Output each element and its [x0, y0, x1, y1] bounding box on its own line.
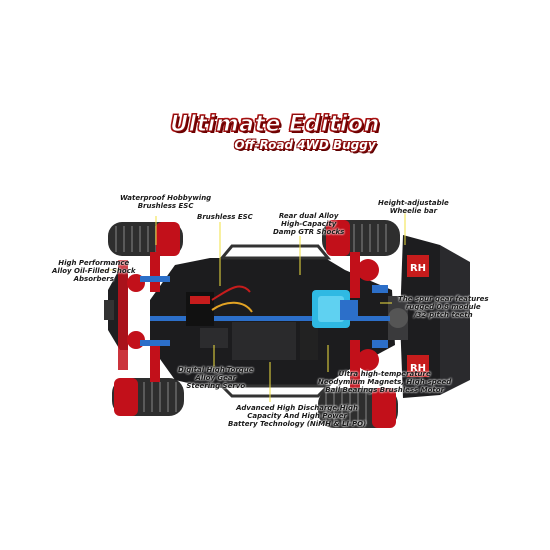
- battery-pack: [232, 322, 318, 360]
- title: Ultimate Edition: [170, 112, 380, 138]
- rear-wing: RH RH: [400, 235, 470, 398]
- esc-unit: [186, 285, 253, 326]
- brushless-motor: [312, 290, 358, 328]
- center-driveshaft: [150, 316, 390, 321]
- rear-right-wheel: [318, 388, 398, 428]
- front-right-wheel: [112, 378, 184, 416]
- callout-leaders: [104, 210, 406, 402]
- svg-text:RH: RH: [410, 263, 426, 274]
- callout-brushless-esc: Brushless ESC: [197, 213, 253, 221]
- front-left-wheel: [108, 222, 183, 256]
- subtitle: Off-Road 4WD Buggy: [234, 138, 376, 152]
- front-suspension: [118, 252, 170, 382]
- rear-suspension: [350, 252, 408, 388]
- rear-left-wheel: [322, 220, 400, 256]
- steering-servo: [200, 328, 228, 348]
- svg-text:RH: RH: [410, 363, 426, 374]
